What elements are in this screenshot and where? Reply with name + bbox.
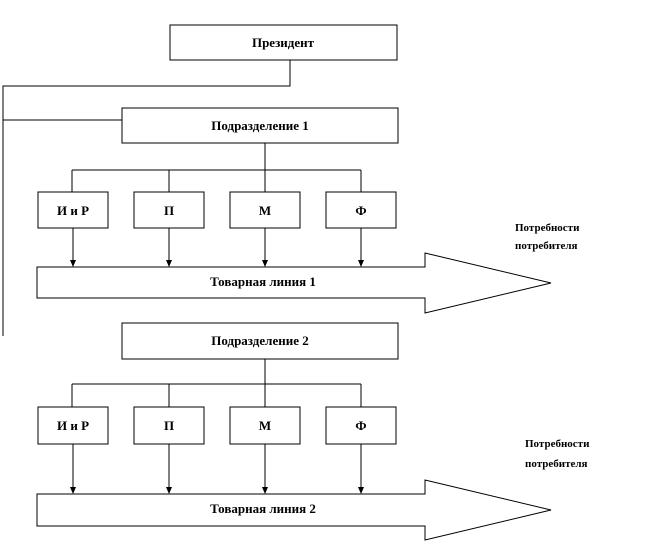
down-arrow-icon — [358, 260, 364, 267]
division-1-function-box-f — [325, 191, 397, 229]
product-line-2-arrow — [36, 479, 552, 541]
president-node: Президент — [169, 24, 398, 61]
division-1-function-rd-label: И и Р — [57, 203, 89, 218]
down-arrow-icon — [358, 487, 364, 494]
division-2-function-m-label: М — [259, 418, 271, 433]
president-spine-line — [2, 60, 291, 336]
division-2-function-box-rd — [37, 406, 109, 445]
consumer-needs-1-line-2: потребителя — [515, 240, 578, 252]
division-1-function-m-label: М — [259, 203, 271, 218]
president-connectors — [2, 60, 291, 336]
division-2-group: Подразделение 2 И и Р П М Ф Товарная лин… — [36, 322, 590, 541]
division-2-function-box-m — [229, 406, 301, 445]
down-arrow-icon — [70, 260, 76, 267]
consumer-needs-2-line-1: Потребности — [525, 438, 590, 450]
down-arrow-icon — [70, 487, 76, 494]
down-arrow-icon — [262, 487, 268, 494]
division-2-function-box-p — [133, 406, 205, 445]
division-1-function-box-m — [229, 191, 301, 229]
down-arrow-icon — [262, 260, 268, 267]
product-line-1-arrow — [36, 252, 552, 314]
division-2-function-f-label: Ф — [355, 418, 366, 433]
down-arrow-icon — [166, 487, 172, 494]
division-1-group: Подразделение 1 И и Р П М Ф Товарная лин… — [36, 107, 580, 314]
down-arrow-icon — [166, 260, 172, 267]
consumer-needs-2-line-2: потребителя — [525, 458, 588, 470]
division-1-function-box-p — [133, 191, 205, 229]
consumer-needs-1-line-1: Потребности — [515, 222, 580, 234]
division-2-function-p-label: П — [164, 418, 174, 433]
division-1-label: Подразделение 1 — [211, 118, 308, 133]
division-1-function-f-label: Ф — [355, 203, 366, 218]
division-1-function-box-rd — [37, 191, 109, 229]
division-1-function-p-label: П — [164, 203, 174, 218]
division-2-box — [121, 322, 399, 360]
president-label: Президент — [252, 35, 315, 50]
product-line-1-label: Товарная линия 1 — [210, 274, 316, 289]
president-box — [169, 24, 398, 61]
division-2-label: Подразделение 2 — [211, 333, 308, 348]
division-2-function-rd-label: И и Р — [57, 418, 89, 433]
division-1-box — [121, 107, 399, 144]
product-line-2-label: Товарная линия 2 — [210, 501, 316, 516]
